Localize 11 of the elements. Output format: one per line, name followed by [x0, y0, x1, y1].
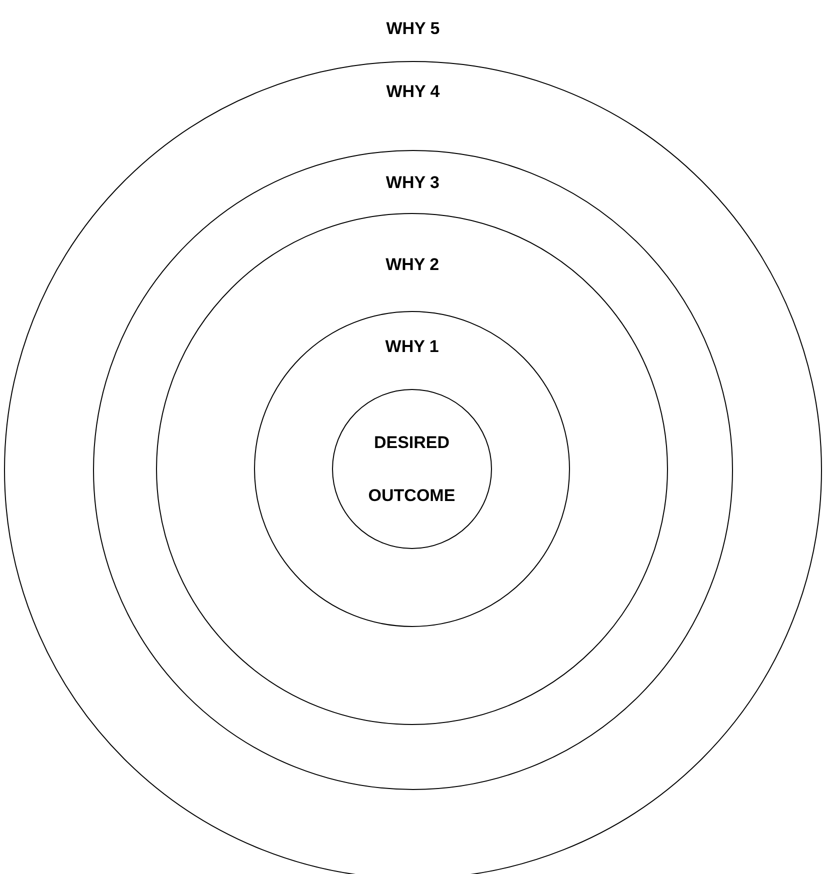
ring-circle	[156, 213, 668, 726]
ring-label: WHY 5	[386, 19, 440, 39]
ring-circle	[254, 311, 570, 628]
ring-label: WHY 1	[385, 337, 439, 358]
ring-label: WHY 4	[386, 82, 440, 102]
ring-circle	[332, 388, 492, 549]
ring-circle	[4, 61, 822, 874]
ring-label: WHY 3	[386, 172, 440, 193]
ring-label: WHY 2	[386, 255, 440, 276]
center-label: DESIRED OUTCOME	[367, 432, 456, 507]
ring-circle	[92, 150, 733, 790]
